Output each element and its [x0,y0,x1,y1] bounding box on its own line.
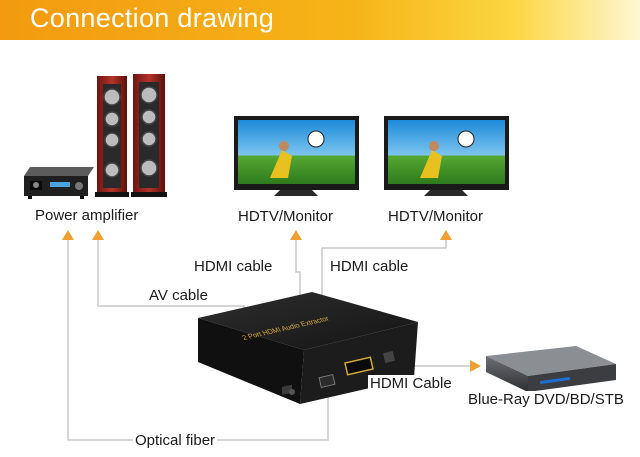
blu-ray-player-image [486,346,616,392]
title-banner: Connection drawing [0,0,640,40]
speaker-left-image [95,76,129,197]
power-amplifier-label: Power amplifier [33,207,140,224]
optical-fiber-label: Optical fiber [133,432,217,449]
arrow-up-monitor-left-icon [290,230,302,240]
speaker-right-image [131,74,167,197]
blu-ray-player-label: Blue-Ray DVD/BD/STB [466,391,626,408]
diagram-title: Connection drawing [30,3,274,34]
av-line [98,240,244,320]
monitor-right-image [384,116,509,196]
hdmi-cable-right-label: HDMI cable [328,258,410,275]
monitor-left-image [234,116,359,196]
hdmi-cable-left-label: HDMI cable [192,258,274,275]
monitor-left-label: HDTV/Monitor [236,208,335,225]
monitor-right-label: HDTV/Monitor [386,208,485,225]
arrow-up-optical-icon [62,230,74,240]
hdmi-cable-out-label: HDMI Cable [368,375,454,392]
arrow-up-av-icon [92,230,104,240]
power-amplifier-image [24,167,94,199]
av-cable-label: AV cable [147,287,210,304]
arrow-up-monitor-right-icon [440,230,452,240]
arrow-right-player-icon [470,360,481,372]
